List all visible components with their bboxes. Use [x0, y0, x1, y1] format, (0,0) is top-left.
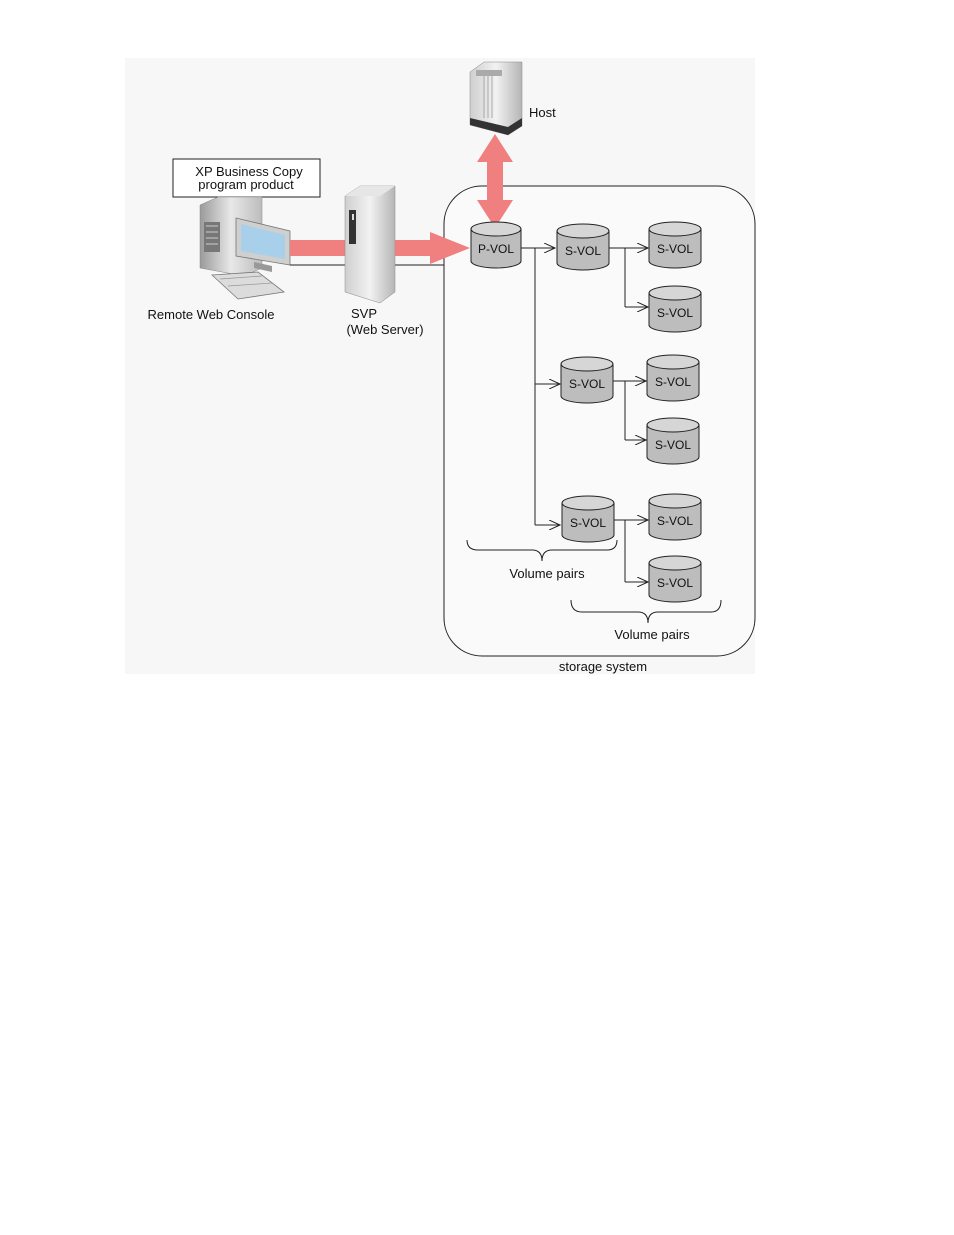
svol-c2-cylinder: S-VOL: [649, 556, 701, 602]
svol-c2-label: S-VOL: [657, 576, 693, 590]
svol-b2-cylinder: S-VOL: [647, 418, 699, 464]
svol-a2-label: S-VOL: [657, 306, 693, 320]
svol-c1-label: S-VOL: [657, 514, 693, 528]
storage-system-label: storage system: [559, 659, 647, 674]
svp-label-line1: SVP: [351, 306, 377, 321]
svp-server-icon: [345, 186, 395, 303]
volume-pairs-label-1: Volume pairs: [509, 566, 585, 581]
console-svp-link-arrow: [290, 240, 350, 256]
product-label-line2: program product: [198, 177, 294, 192]
svol-b2-label: S-VOL: [655, 438, 691, 452]
host-label: Host: [529, 105, 556, 120]
svol-b-cylinder: S-VOL: [561, 357, 613, 403]
pvol-label: P-VOL: [478, 242, 514, 256]
pvol-cylinder: P-VOL: [471, 222, 521, 268]
host-server-icon: [470, 62, 522, 135]
volume-pairs-label-2: Volume pairs: [614, 627, 690, 642]
svol-a1-label: S-VOL: [657, 242, 693, 256]
svol-c1-cylinder: S-VOL: [649, 494, 701, 540]
svol-c-cylinder: S-VOL: [562, 496, 614, 542]
svol-b1-label: S-VOL: [655, 375, 691, 389]
svp-label-line2: (Web Server): [346, 322, 423, 337]
svol-a2-cylinder: S-VOL: [649, 286, 701, 332]
remote-console-label: Remote Web Console: [148, 307, 275, 322]
svol-a-cylinder: S-VOL: [557, 224, 609, 270]
svol-a1-cylinder: S-VOL: [649, 222, 701, 268]
svol-a-label: S-VOL: [565, 244, 601, 258]
svol-c-label: S-VOL: [570, 516, 606, 530]
svol-b1-cylinder: S-VOL: [647, 355, 699, 401]
svol-b-label: S-VOL: [569, 377, 605, 391]
